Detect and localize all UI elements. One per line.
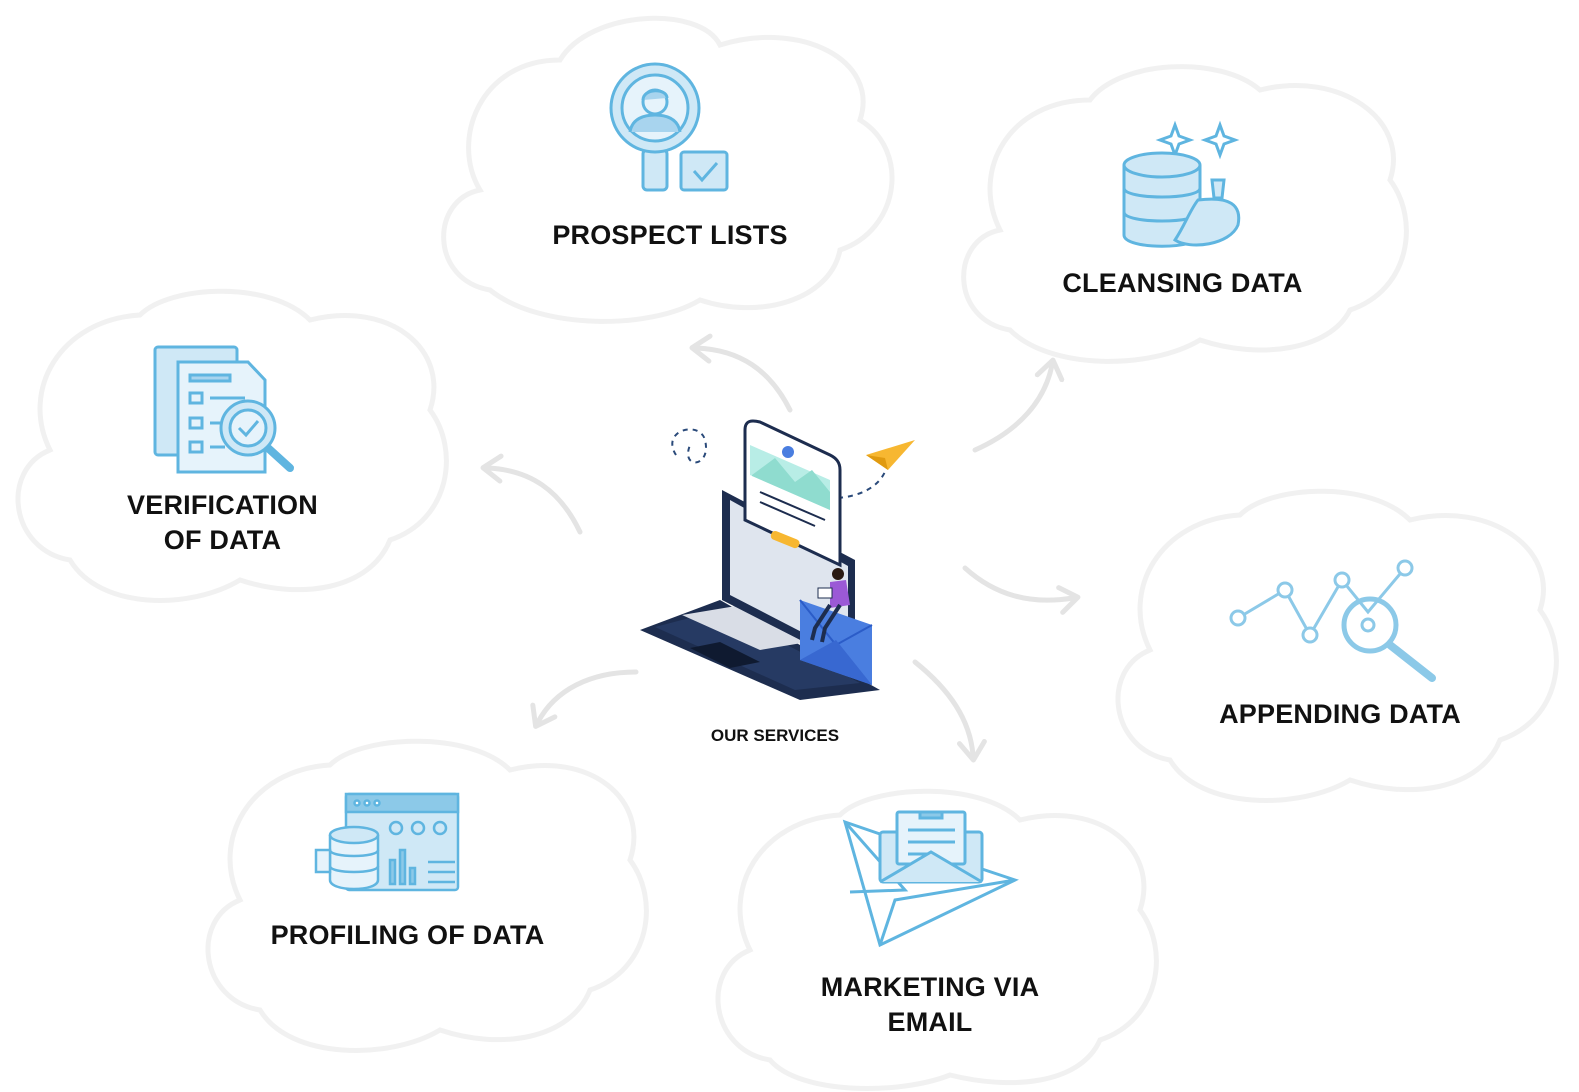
cloud-appending xyxy=(1115,488,1559,803)
cloud-profiling xyxy=(205,738,649,1053)
document-checklist-magnifier-icon xyxy=(153,345,294,474)
person-magnifier-checkbox-icon xyxy=(609,62,729,192)
dashboard-database-gear-icon xyxy=(314,792,460,892)
cloud-marketing xyxy=(715,788,1159,1091)
laptop-email-illustration-icon xyxy=(640,419,915,700)
arrow-to-cleansing xyxy=(972,357,1065,453)
arrow-to-prospect xyxy=(689,333,793,413)
connector-arrows xyxy=(480,333,1081,763)
service-label-line: OF DATA xyxy=(163,525,282,556)
service-label-prospect-lists: PROSPECT LISTS xyxy=(552,220,788,250)
arrow-to-marketing xyxy=(912,659,987,763)
service-label-marketing-via-email: MARKETING VIA EMAIL xyxy=(800,970,1060,1040)
database-broom-sparkles-icon xyxy=(1122,120,1241,248)
service-label-appending-data: APPENDING DATA xyxy=(1219,699,1461,729)
arrow-to-profiling xyxy=(530,669,639,729)
service-label-profiling-of-data: PROFILING OF DATA xyxy=(270,920,545,950)
arrow-to-appending xyxy=(962,565,1081,615)
envelope-paper-plane-icon xyxy=(842,810,1019,948)
service-label-line: EMAIL xyxy=(887,1007,973,1038)
service-label-line: MARKETING VIA xyxy=(820,972,1040,1002)
service-label-cleansing-data: CLEANSING DATA xyxy=(1062,268,1303,298)
arrow-to-verification xyxy=(480,453,583,535)
center-label-our-services: OUR SERVICES xyxy=(710,726,840,745)
service-label-verification-of-data: VERIFICATION OF DATA xyxy=(100,488,345,558)
service-label-line: VERIFICATION xyxy=(127,490,318,520)
line-graph-magnifier-icon xyxy=(1229,559,1436,682)
